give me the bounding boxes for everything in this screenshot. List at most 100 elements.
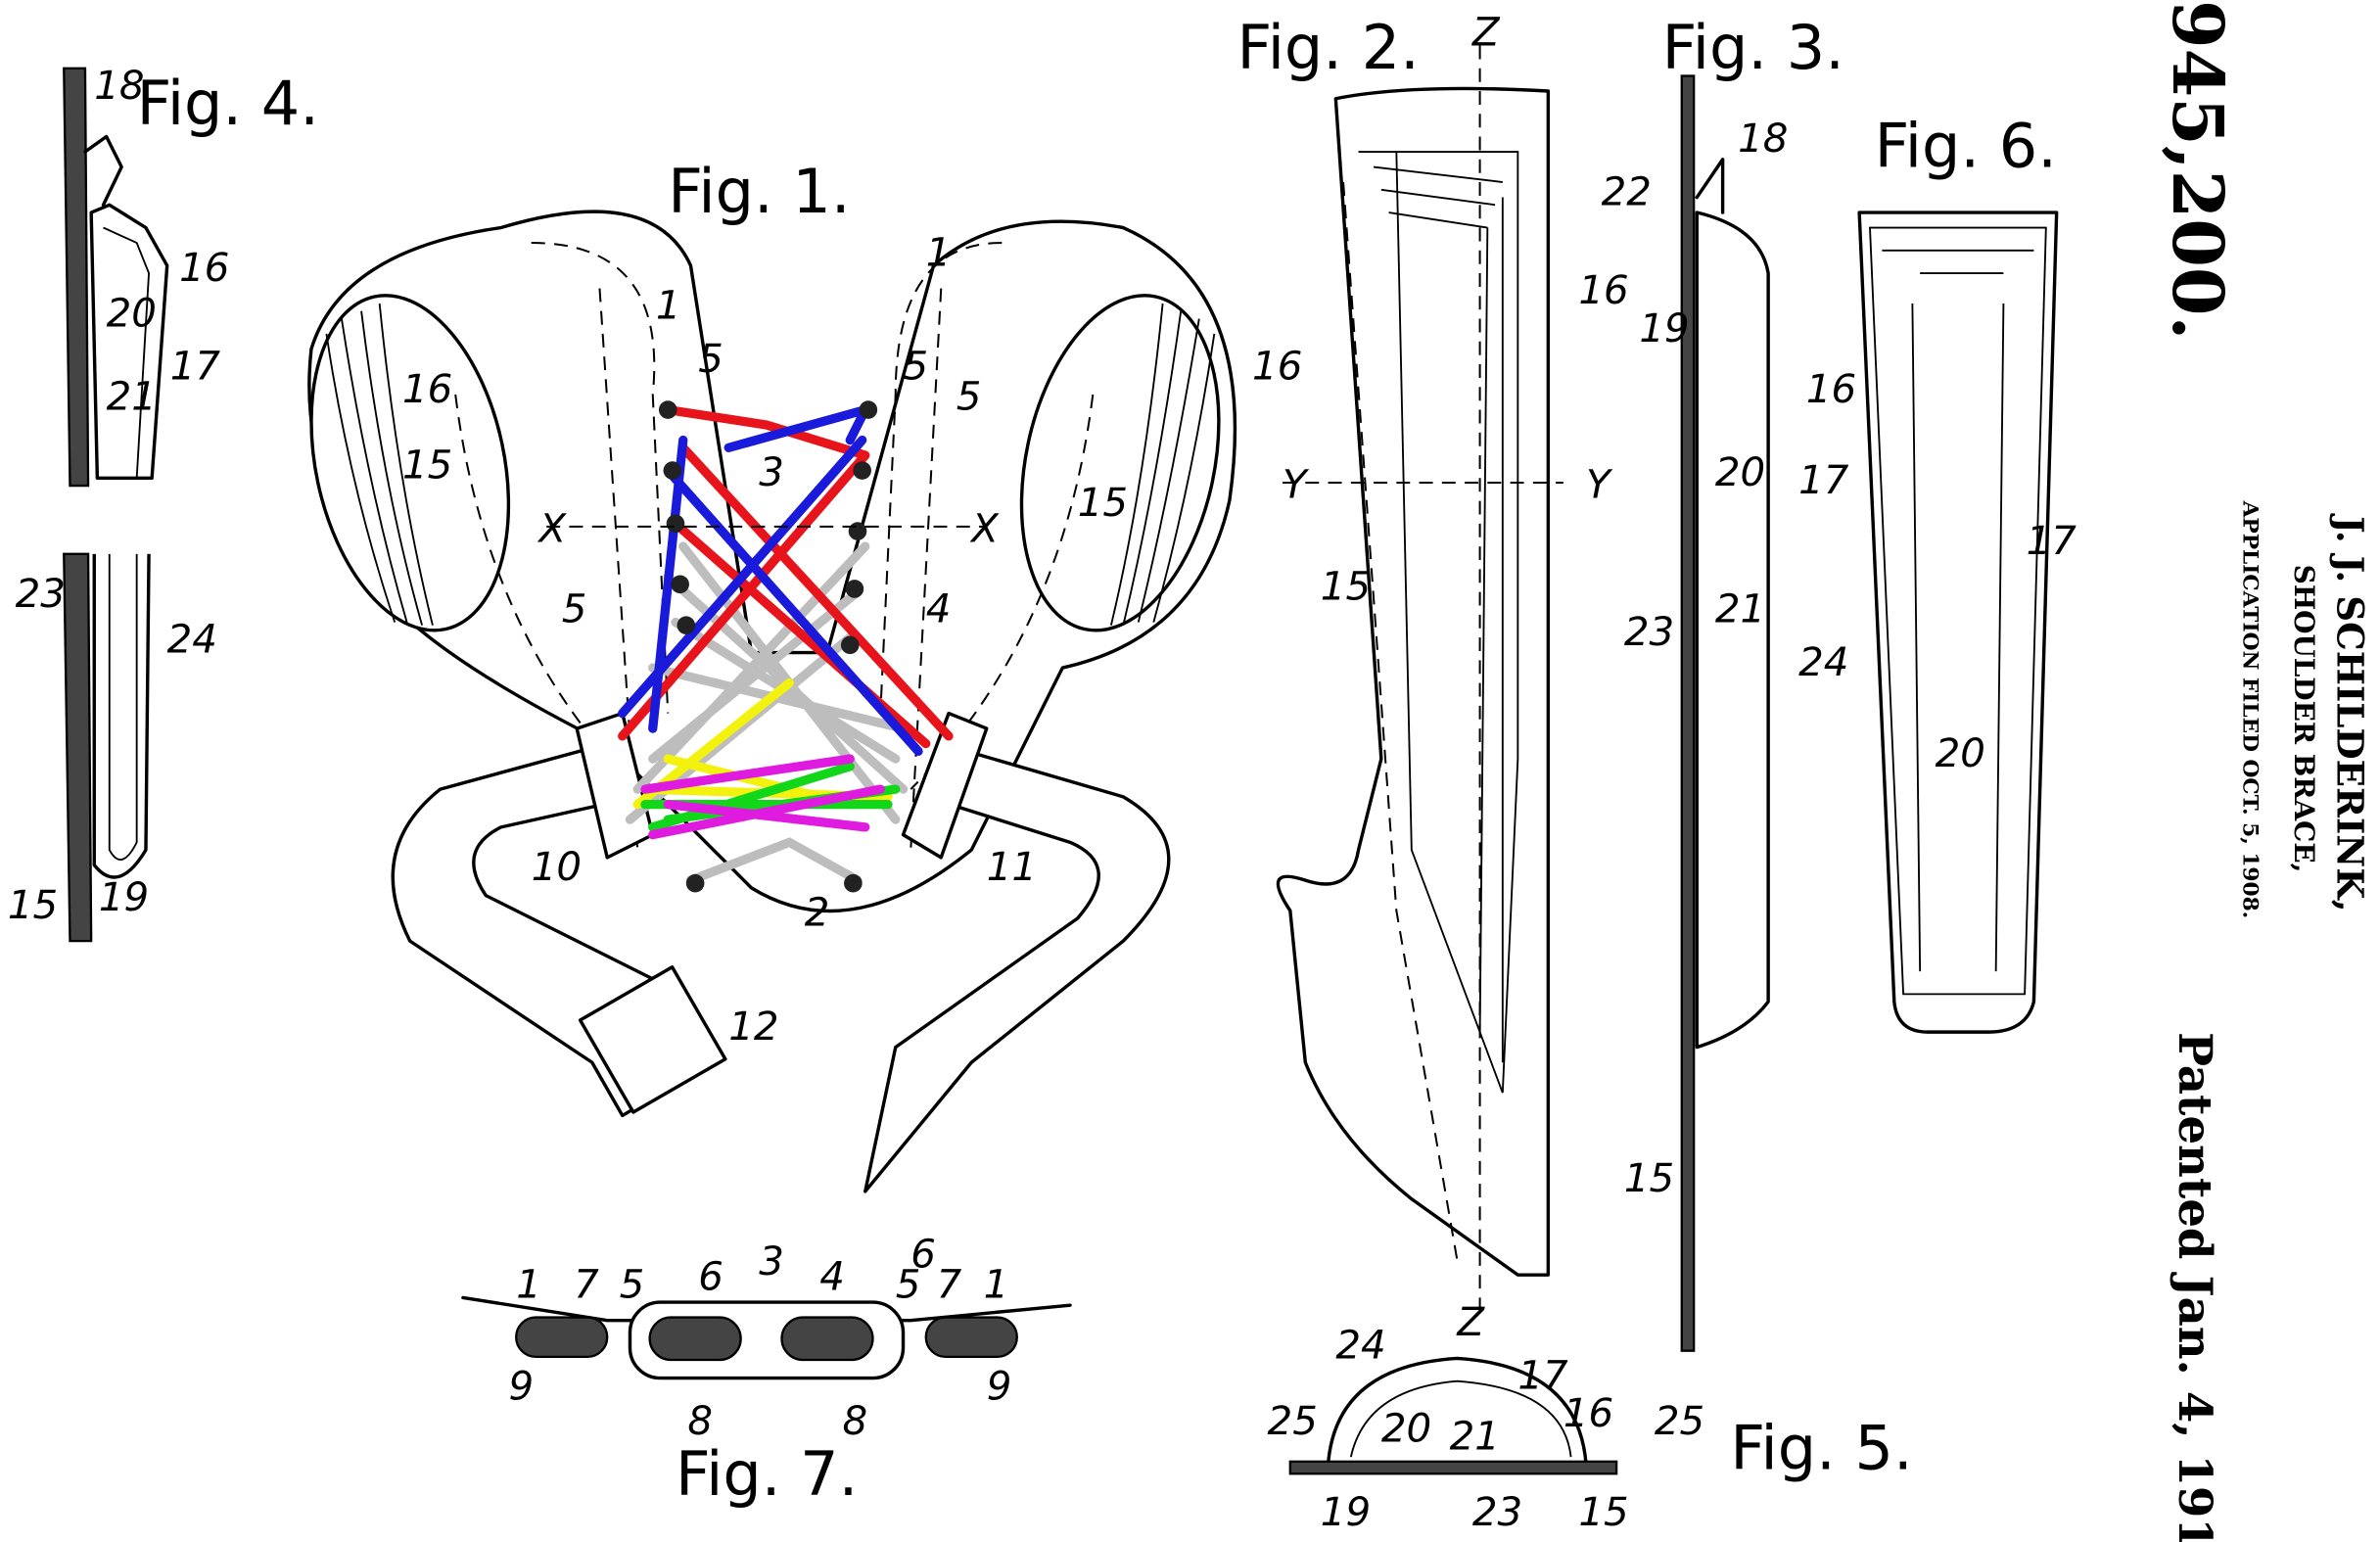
right-arm-opening bbox=[1019, 294, 1221, 632]
fig6-lines bbox=[1869, 226, 2047, 996]
ref-7: 7 bbox=[574, 1261, 599, 1307]
brace-stitching bbox=[454, 242, 1095, 851]
belt-strap-11[interactable] bbox=[863, 741, 1171, 1193]
fig7-title: Fig. 7. bbox=[676, 1438, 858, 1510]
ref-1b: 1 bbox=[926, 229, 952, 275]
ref-8b: 8 bbox=[843, 1398, 868, 1444]
inventor-name: J. J. SCHILDERINK, bbox=[2328, 513, 2371, 912]
invention-title: SHOULDER BRACE, bbox=[2288, 565, 2320, 873]
ref-25b: 25 bbox=[1268, 1398, 1318, 1444]
fig6-outline bbox=[1857, 210, 2059, 1034]
application-filed: APPLICATION FILED OCT. 5, 1908. bbox=[2237, 500, 2262, 919]
ref-21c: 21 bbox=[1450, 1413, 1500, 1459]
ref-17b: 17 bbox=[1798, 457, 1849, 503]
ref-5b: 5 bbox=[904, 344, 929, 390]
ref-23: 23 bbox=[16, 571, 66, 617]
fig3-tab bbox=[1695, 158, 1725, 214]
ref-15d: 15 bbox=[1321, 563, 1371, 609]
reference-numerals: 18 16 20 17 21 23 24 15 19 1 1 5 5 5 5 3… bbox=[8, 10, 2077, 1535]
fig4-pocket bbox=[92, 553, 151, 879]
ref-16f: 16 bbox=[1563, 1390, 1613, 1436]
fig4-tab bbox=[83, 134, 123, 207]
ref-15e: 15 bbox=[1624, 1155, 1674, 1201]
ref-23c: 23 bbox=[1472, 1489, 1522, 1535]
ref-17d: 17 bbox=[1517, 1352, 1568, 1398]
ref-17: 17 bbox=[170, 344, 221, 390]
ref-24c: 24 bbox=[1335, 1322, 1385, 1368]
patented-date: Patented Jan. 4, 1910. bbox=[2169, 1032, 2222, 1542]
ref-10: 10 bbox=[532, 844, 582, 890]
ref-16c: 16 bbox=[1252, 344, 1302, 390]
ref-3b: 3 bbox=[759, 1238, 784, 1285]
ref-21b: 21 bbox=[1715, 586, 1765, 632]
ref-22: 22 bbox=[1602, 168, 1652, 214]
left-pad-lines bbox=[325, 303, 434, 626]
fig7-pad-right bbox=[924, 1316, 1018, 1359]
fig5-base bbox=[1288, 1460, 1618, 1475]
fig4-title: Fig. 4. bbox=[137, 68, 319, 139]
figure-5-section bbox=[1288, 1356, 1618, 1475]
ref-2: 2 bbox=[805, 890, 830, 936]
ref-4: 4 bbox=[926, 586, 952, 632]
fig4-fabric-upper bbox=[63, 67, 90, 488]
ref-18b: 18 bbox=[1738, 116, 1788, 162]
ref-15f: 15 bbox=[1578, 1489, 1628, 1535]
ref-x-left: X bbox=[537, 505, 567, 551]
fig3-title: Fig. 3. bbox=[1662, 12, 1844, 83]
ref-12: 12 bbox=[728, 1004, 778, 1050]
figure-7-section bbox=[461, 1295, 1072, 1380]
fig5-dome bbox=[1326, 1356, 1588, 1467]
ref-18: 18 bbox=[94, 63, 144, 109]
buckle-12[interactable] bbox=[578, 965, 727, 1114]
ref-5: 5 bbox=[698, 336, 723, 382]
ref-y-left: Y bbox=[1283, 461, 1310, 507]
fig3-pad bbox=[1695, 210, 1770, 1050]
laces bbox=[618, 404, 954, 885]
fig5-title: Fig. 5. bbox=[1730, 1413, 1912, 1484]
fig2-title: Fig. 2. bbox=[1237, 12, 1420, 83]
ref-4b: 4 bbox=[819, 1254, 845, 1300]
fig7-pocket-left bbox=[648, 1316, 742, 1362]
ref-8: 8 bbox=[687, 1398, 713, 1444]
ref-z-bottom: Z bbox=[1456, 1299, 1485, 1345]
ref-5f: 5 bbox=[896, 1261, 921, 1307]
ref-25: 25 bbox=[1655, 1398, 1704, 1444]
figure-3-section bbox=[1680, 74, 1770, 1352]
ref-11: 11 bbox=[987, 844, 1037, 890]
ref-1c: 1 bbox=[516, 1261, 541, 1307]
ref-1d: 1 bbox=[984, 1261, 1009, 1307]
eyelets bbox=[658, 400, 878, 893]
ref-z-top: Z bbox=[1471, 10, 1501, 56]
ref-x-right: X bbox=[969, 505, 1000, 551]
fig1-title: Fig. 1. bbox=[668, 156, 850, 227]
ref-19: 19 bbox=[99, 874, 149, 920]
ref-1: 1 bbox=[656, 283, 681, 329]
fig3-fabric bbox=[1680, 74, 1696, 1352]
ref-23b: 23 bbox=[1624, 609, 1674, 655]
right-lace-tab bbox=[901, 711, 989, 860]
ref-5d: 5 bbox=[562, 586, 587, 632]
fig4-pad bbox=[89, 203, 169, 481]
ref-16d: 16 bbox=[1578, 267, 1628, 313]
ref-20d: 20 bbox=[1381, 1406, 1431, 1452]
fig7-pocket-right bbox=[780, 1316, 874, 1362]
figure-4-section bbox=[63, 67, 169, 943]
ref-y-right: Y bbox=[1586, 461, 1613, 507]
figure-6-insert bbox=[1857, 210, 2059, 1034]
ref-3: 3 bbox=[759, 449, 784, 495]
ref-7b: 7 bbox=[937, 1261, 962, 1307]
ref-20b: 20 bbox=[1715, 449, 1765, 495]
ref-16e: 16 bbox=[1806, 366, 1856, 412]
ref-16: 16 bbox=[179, 245, 229, 291]
ref-16b: 16 bbox=[402, 366, 452, 412]
ref-6: 6 bbox=[698, 1254, 723, 1300]
ref-24: 24 bbox=[167, 617, 217, 663]
fig6-title: Fig. 6. bbox=[1875, 111, 2057, 182]
fig2-outline bbox=[1276, 86, 1551, 1277]
fig4-fabric-lower bbox=[63, 552, 93, 943]
ref-15b: 15 bbox=[402, 442, 452, 488]
figure-1-brace bbox=[307, 210, 1237, 1193]
fig2-axes bbox=[1283, 45, 1563, 1321]
ref-5e: 5 bbox=[620, 1261, 645, 1307]
